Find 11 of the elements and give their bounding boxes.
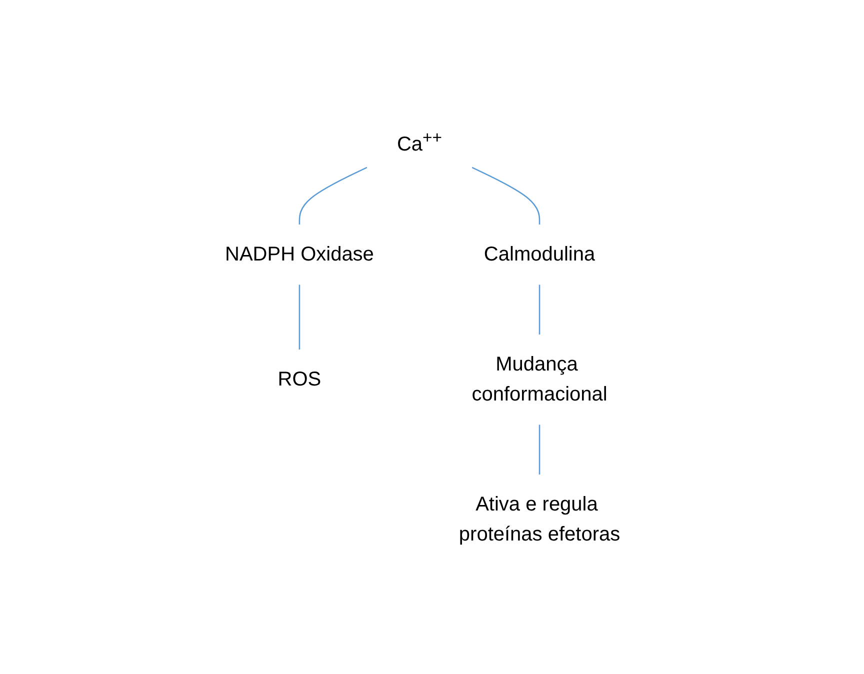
node-text: Ca$^{++}$ bbox=[396, 128, 442, 156]
node-text: Ativa e regula proteínas efetoras bbox=[458, 493, 620, 546]
node-text: ROS bbox=[278, 368, 321, 390]
connector bbox=[538, 424, 540, 474]
connector bbox=[298, 284, 300, 350]
node-text: Calmodulina bbox=[484, 243, 595, 266]
connector bbox=[298, 166, 367, 224]
connector bbox=[471, 166, 540, 224]
node-text: Mudança conformacional bbox=[471, 353, 608, 406]
connector bbox=[538, 284, 540, 334]
node-text: NADPH Oxidase bbox=[224, 243, 374, 266]
